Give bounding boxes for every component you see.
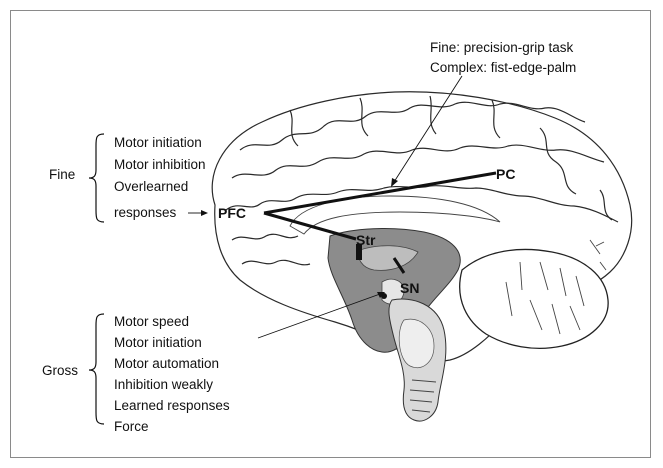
gross-label: Gross [42,363,78,378]
region-pc: PC [496,166,515,182]
responses-arrowhead [201,210,208,216]
fine-item-4: responses [114,205,177,220]
fine-label: Fine [49,167,75,182]
brain-illustration [212,92,631,421]
fine-item-3: Overlearned [114,179,188,194]
region-sn: SN [400,280,419,296]
fine-bracket [89,134,104,222]
top-annotation-line2: Complex: fist-edge-palm [430,60,576,75]
region-str: Str [356,232,376,248]
gross-bracket [89,314,104,424]
region-pfc: PFC [218,205,246,221]
top-annotation-line1: Fine: precision-grip task [430,40,574,55]
fine-item-2: Motor inhibition [114,157,206,172]
gross-item-1: Motor speed [114,314,189,329]
gross-item-6: Force [114,419,149,434]
gross-item-2: Motor initiation [114,335,202,350]
gross-item-5: Learned responses [114,398,230,413]
fine-item-1: Motor initiation [114,135,202,150]
cerebellum [460,249,608,348]
gross-item-4: Inhibition weakly [114,377,213,392]
fine-arrowhead [391,178,398,187]
pfc-pc-line [264,173,496,213]
gross-item-3: Motor automation [114,356,219,371]
